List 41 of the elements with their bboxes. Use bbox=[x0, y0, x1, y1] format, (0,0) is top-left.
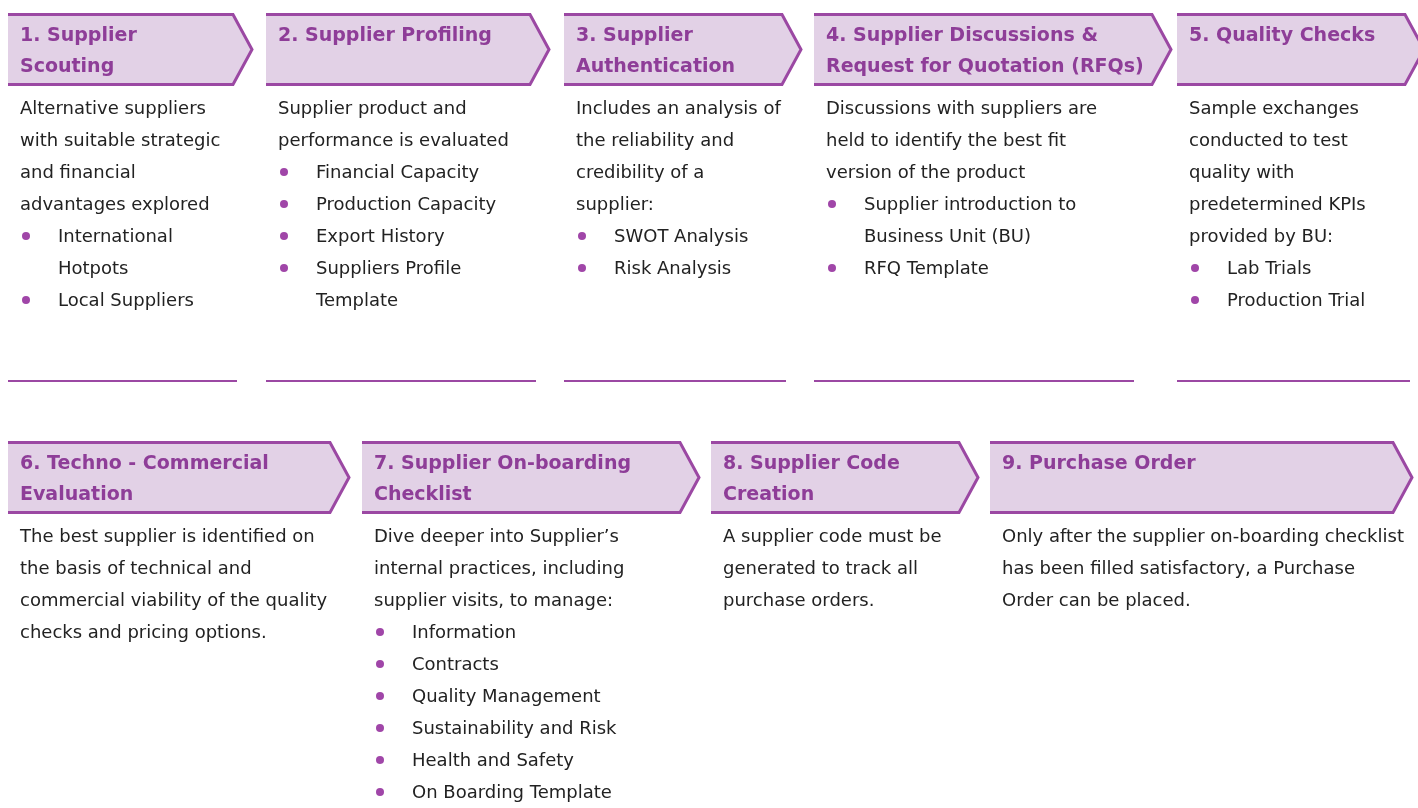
step-title: 5. Quality Checks bbox=[1189, 22, 1377, 47]
bullet-item: Information bbox=[374, 616, 682, 648]
step-title: 7. Supplier On-boarding Checklist bbox=[374, 450, 632, 506]
bullet-item: Lab Trials bbox=[1189, 252, 1410, 284]
bullet-item: SWOT Analysis bbox=[576, 220, 786, 252]
bullet-item: Local Suppliers bbox=[20, 284, 237, 316]
bullet-item: Health and Safety bbox=[374, 744, 682, 776]
step-description: Discussions with suppliers are held to identify the best fit version of the product bbox=[826, 96, 1099, 184]
bullet-item: Contracts bbox=[374, 648, 682, 680]
bullet-item: Quality Management bbox=[374, 680, 682, 712]
bullet-item: Suppliers Profile Template bbox=[278, 252, 536, 316]
step-description: The best supplier is identified on the basis of technical and commercial viability of the quality checks and pricing options. bbox=[20, 524, 329, 644]
step-description: Includes an analysis of the reliability and credibility of a supplier: bbox=[576, 96, 783, 216]
step-title: 4. Supplier Discussions & Request for Quotation (RFQs) bbox=[826, 22, 1144, 78]
step-title: 6. Techno - Commercial Evaluation bbox=[20, 450, 270, 506]
process-step bbox=[266, 13, 552, 382]
step-title: 8. Supplier Code Creation bbox=[723, 450, 901, 506]
process-step bbox=[1177, 13, 1418, 382]
step-description: Dive deeper into Supplier’s internal practices, including supplier visits, to manage: bbox=[374, 524, 626, 612]
step-description: Only after the supplier on-boarding checklist has been filled satisfactory, a Purchase Order can be placed. bbox=[1002, 524, 1405, 612]
bullet-item: On Boarding Template bbox=[374, 776, 682, 808]
bullet-item: Financial Capacity bbox=[278, 156, 536, 188]
step-title: 9. Purchase Order bbox=[1002, 450, 1197, 475]
process-step bbox=[564, 13, 804, 382]
step-description: Alternative suppliers with suitable strategic and financial advantages explored bbox=[20, 96, 222, 216]
step-description: Supplier product and performance is evaluated bbox=[278, 96, 510, 152]
process-step bbox=[814, 13, 1174, 382]
process-step bbox=[8, 13, 255, 382]
step-title: 3. Supplier Authentication bbox=[576, 22, 737, 78]
bullet-item: International Hotpots bbox=[20, 220, 237, 284]
bullet-item: Production Capacity bbox=[278, 188, 536, 220]
bullet-item: Supplier introduction to Business Unit (BU) bbox=[826, 188, 1134, 252]
bullet-item: Risk Analysis bbox=[576, 252, 786, 284]
bullet-item: Production Trial bbox=[1189, 284, 1410, 316]
step-description: Sample exchanges conducted to test quality with predetermined KPIs provided by BU: bbox=[1189, 96, 1367, 248]
bullet-item: Sustainability and Risk bbox=[374, 712, 682, 744]
step-title: 1. Supplier Scouting bbox=[20, 22, 138, 78]
step-title: 2. Supplier Profiling bbox=[278, 22, 493, 47]
step-description: A supplier code must be generated to track all purchase orders. bbox=[723, 524, 943, 612]
bullet-item: Export History bbox=[278, 220, 536, 252]
bullet-item: RFQ Template bbox=[826, 252, 1134, 284]
